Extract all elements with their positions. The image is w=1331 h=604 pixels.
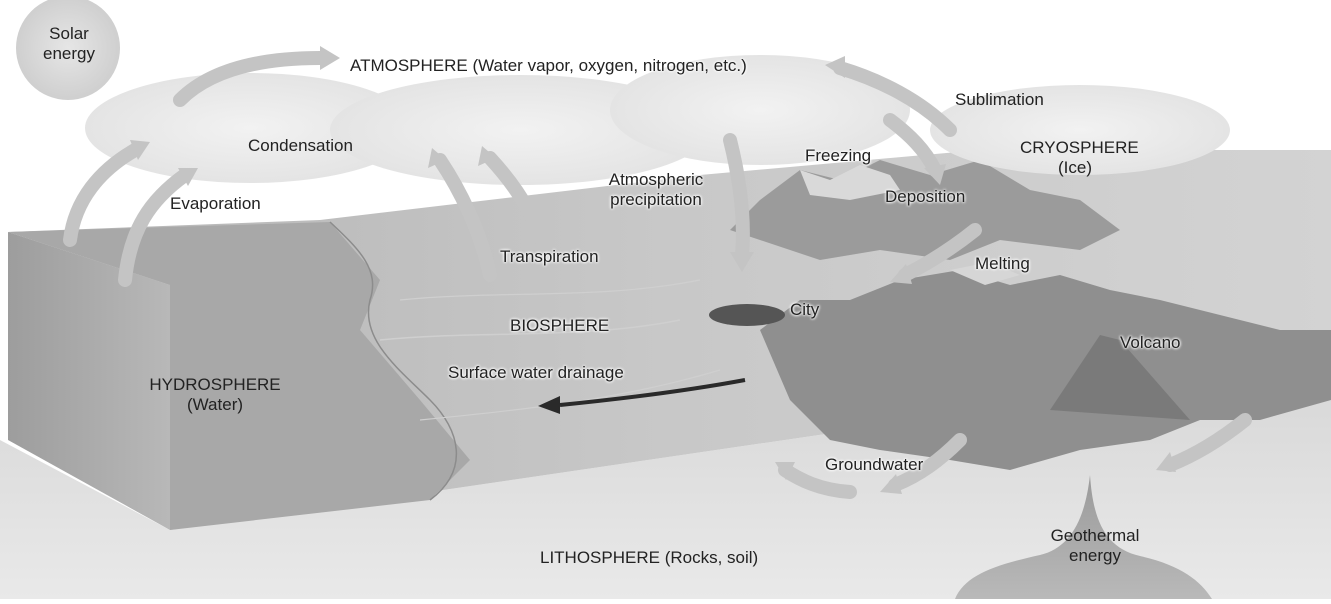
condensation-label: Condensation	[248, 136, 353, 156]
evaporation-arrow	[70, 150, 135, 240]
solar-energy-label: Solar energy	[38, 24, 100, 64]
label-line: Solar	[38, 24, 100, 44]
label-line: (Water)	[145, 395, 285, 415]
label-line: (Ice)	[1020, 158, 1130, 178]
label-line: energy	[38, 44, 100, 64]
hydrosphere-label: HYDROSPHERE (Water)	[145, 375, 285, 415]
atmosphere-label: ATMOSPHERE (Water vapor, oxygen, nitroge…	[350, 56, 747, 76]
freezing-label: Freezing	[805, 146, 871, 166]
groundwater-label: Groundwater	[825, 455, 923, 475]
surface-water-drainage-label: Surface water drainage	[448, 363, 624, 383]
label-line: HYDROSPHERE	[145, 375, 285, 395]
volcano-label: Volcano	[1120, 333, 1181, 353]
melting-label: Melting	[975, 254, 1030, 274]
city-cluster	[709, 304, 785, 326]
label-line: Geothermal	[1040, 526, 1150, 546]
label-line: energy	[1040, 546, 1150, 566]
atmospheric-precipitation-label: Atmospheric precipitation	[594, 170, 718, 210]
label-line: CRYOSPHERE	[1020, 138, 1130, 158]
biosphere-label: BIOSPHERE	[510, 316, 609, 336]
lithosphere-label: LITHOSPHERE (Rocks, soil)	[540, 548, 758, 568]
sublimation-label: Sublimation	[955, 90, 1044, 110]
evaporation-label: Evaporation	[170, 194, 261, 214]
city-label: City	[790, 300, 819, 320]
label-line: precipitation	[594, 190, 718, 210]
arrowhead	[320, 46, 340, 70]
label-line: Atmospheric	[594, 170, 718, 190]
cryosphere-label: CRYOSPHERE (Ice)	[1020, 138, 1130, 178]
deposition-label: Deposition	[885, 187, 965, 207]
geothermal-energy-label: Geothermal energy	[1040, 526, 1150, 566]
transpiration-label: Transpiration	[500, 247, 599, 267]
